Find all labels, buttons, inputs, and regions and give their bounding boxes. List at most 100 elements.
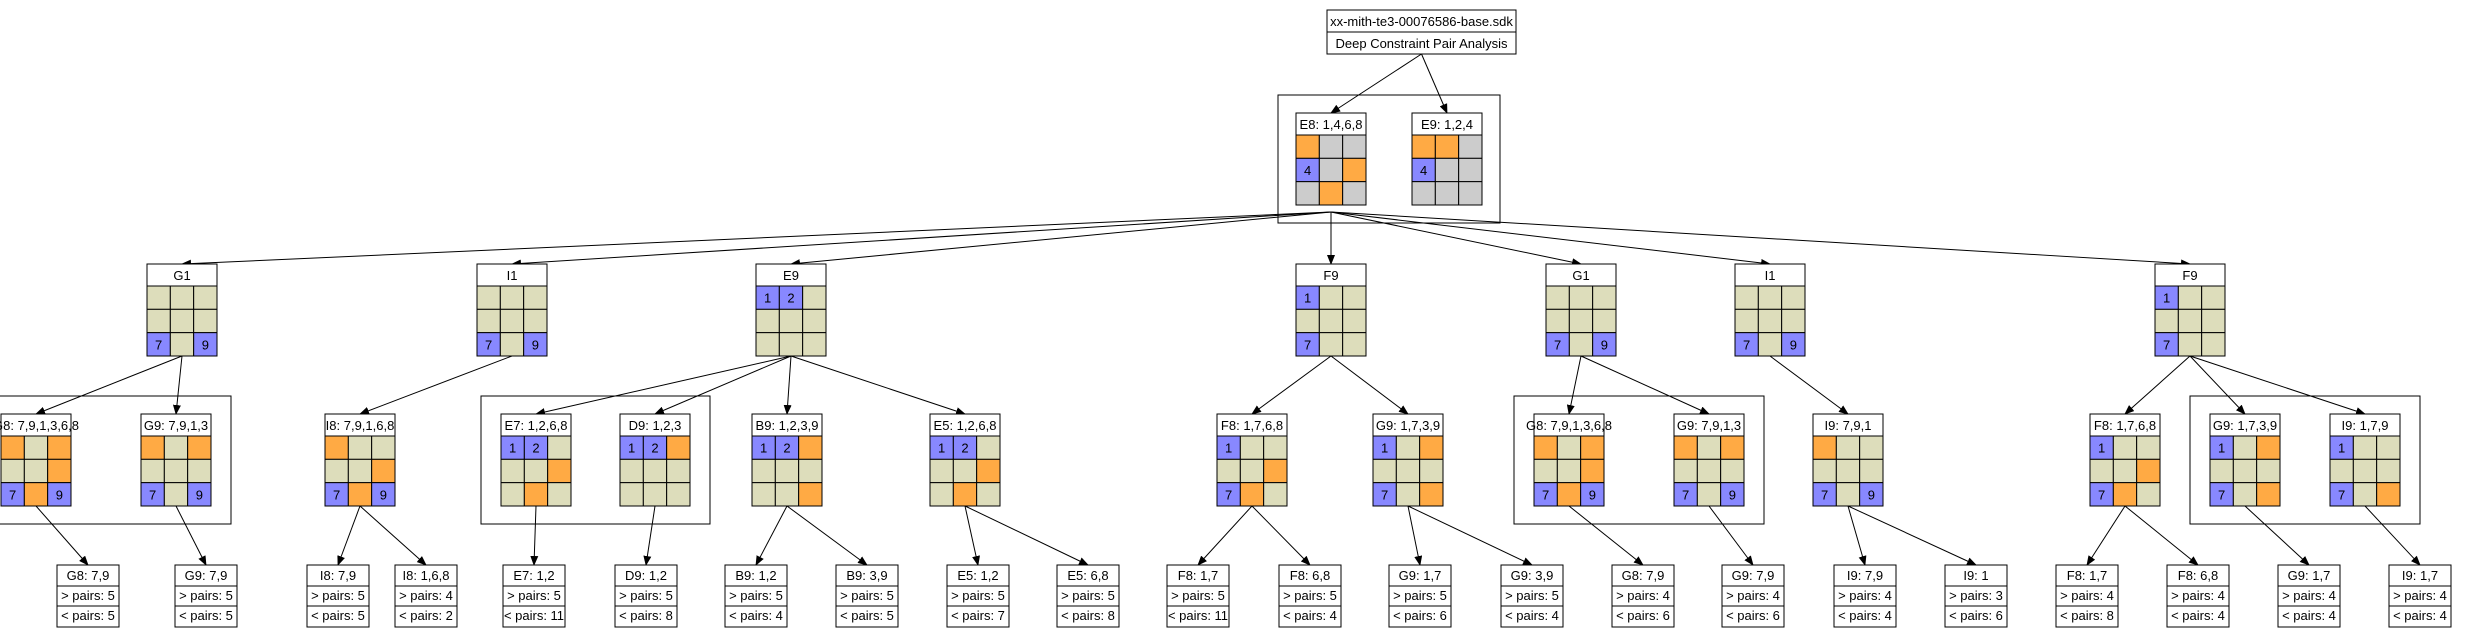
grid-cell <box>1835 458 1861 484</box>
pair-title: E5: 1,2 <box>957 568 998 583</box>
grid-cell <box>1859 458 1884 484</box>
grid-cell <box>1568 308 1594 334</box>
grid-cell <box>2112 435 2138 460</box>
grid-label: I1 <box>1765 268 1776 283</box>
tree-edge <box>1407 505 1423 566</box>
pair-lt: < pairs: 11 <box>1168 608 1228 623</box>
grid-cell <box>2256 435 2281 460</box>
pair-gt: > pairs: 5 <box>311 588 365 603</box>
edge-layer <box>35 53 2421 566</box>
grid-cell <box>1580 482 1605 507</box>
grid-cell-digit: 9 <box>1601 337 1608 352</box>
grid-cell <box>1781 332 1806 357</box>
grid-cell <box>1419 435 1444 460</box>
grid-cell <box>140 435 165 460</box>
grid-cell <box>802 332 827 357</box>
pair-title: F8: 1,7 <box>1178 568 1218 583</box>
grid-cell <box>23 435 49 460</box>
grid-cell <box>163 482 189 507</box>
grid-cell <box>500 482 525 507</box>
grid-cell <box>1757 308 1783 334</box>
pair-gt: > pairs: 5 <box>840 588 894 603</box>
grid-cell <box>2232 482 2258 507</box>
grid-cell <box>2177 308 2203 334</box>
grid-label: F9 <box>1323 268 1338 283</box>
pair-title: G9: 7,9 <box>185 568 228 583</box>
grid-cell <box>1411 181 1436 206</box>
grid-cell-digit: 7 <box>1682 487 1689 502</box>
grid-cell <box>193 285 218 310</box>
grid-cell <box>499 308 525 334</box>
grid-cell <box>2177 332 2203 357</box>
grid-cell-digit: 7 <box>333 487 340 502</box>
pair-title: F8: 6,8 <box>2178 568 2218 583</box>
grid-cell <box>547 435 572 460</box>
grid-cell <box>1318 332 1344 357</box>
pair-lt: < pairs: 6 <box>1949 608 2003 623</box>
grid-node-f8b: F8: 1,7,6,817 <box>2089 413 2161 507</box>
cluster-g1 <box>0 395 232 525</box>
pair-title: G8: 7,9 <box>67 568 110 583</box>
grid-cell-digit: 1 <box>2163 291 2170 306</box>
pair-lt: < pairs: 6 <box>1616 608 1670 623</box>
grid-cell <box>0 435 25 460</box>
grid-cell <box>1434 181 1460 206</box>
tree-edge <box>530 505 539 566</box>
grid-cell <box>523 458 549 484</box>
grid-cell <box>1720 482 1745 507</box>
grid-cell <box>976 458 1001 484</box>
grid-cell <box>47 482 72 507</box>
tree-edge <box>1421 53 1448 114</box>
grid-cell <box>1734 285 1759 310</box>
pair-lt: < pairs: 4 <box>2393 608 2447 623</box>
grid-cell <box>1533 458 1558 484</box>
grid-cell <box>952 458 978 484</box>
grid-cell <box>1458 181 1483 206</box>
pair-lt: < pairs: 8 <box>1061 608 1115 623</box>
tree-edge <box>2244 505 2310 566</box>
pair-count-node: B9: 1,2> pairs: 5< pairs: 4 <box>724 564 788 628</box>
tree-edge <box>1330 211 2191 268</box>
grid-cell <box>2201 332 2226 357</box>
grid-cell <box>140 458 165 484</box>
grid-cell <box>1580 458 1605 484</box>
grid-cell <box>666 482 691 507</box>
grid-cell <box>1781 285 1806 310</box>
grid-cell <box>1318 157 1344 183</box>
grid-cell <box>778 308 804 334</box>
grid-cell <box>1835 482 1861 507</box>
grid-cell-digit: 7 <box>155 337 162 352</box>
pair-count-node: G9: 7,9> pairs: 5< pairs: 5 <box>174 564 238 628</box>
grid-label: G9: 7,9,1,3 <box>1677 418 1741 433</box>
grid-cell <box>1263 435 1288 460</box>
pair-gt: > pairs: 5 <box>951 588 1005 603</box>
tree-edge <box>172 355 183 415</box>
pair-gt: > pairs: 5 <box>61 588 115 603</box>
tree-edge <box>1251 355 1332 415</box>
node-layer: xx-mith-te3-00076586-base.sdk Deep Const… <box>0 9 2452 628</box>
tree-edge <box>1197 505 1253 566</box>
grid-cell <box>1812 435 1837 460</box>
pair-title: G8: 7,9 <box>1622 568 1665 583</box>
grid-cell <box>2136 435 2161 460</box>
grid-cell <box>1812 458 1837 484</box>
tree-edge <box>2124 505 2199 566</box>
pair-lt: < pairs: 4 <box>2171 608 2225 623</box>
tree-edge <box>535 355 792 416</box>
grid-cell <box>1545 308 1570 334</box>
grid-cell <box>1720 458 1745 484</box>
tree-edge <box>2086 505 2126 566</box>
grid-cell <box>1859 482 1884 507</box>
tree-edge <box>964 505 980 566</box>
grid-cell <box>1239 482 1265 507</box>
tree-edge <box>337 505 361 566</box>
grid-cell-digit: 7 <box>149 487 156 502</box>
grid-cell <box>23 482 49 507</box>
grid-cell-digit: 2 <box>783 441 790 456</box>
grid-cell-digit: 1 <box>1225 441 1232 456</box>
grid-cell <box>169 308 195 334</box>
grid-cell <box>499 332 525 357</box>
grid-cell <box>347 435 373 460</box>
